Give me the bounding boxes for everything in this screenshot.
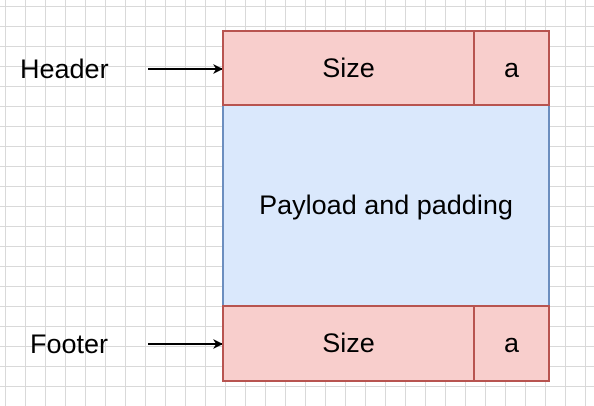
footer-alloc-label: a <box>503 328 520 358</box>
header-alloc-label: a <box>503 52 520 83</box>
header-label: Header <box>20 54 109 84</box>
header-size-label: Size <box>322 52 375 83</box>
header-size-field: Size <box>222 30 475 106</box>
footer-alloc-field: a <box>473 305 550 382</box>
header-alloc-field: a <box>473 30 550 106</box>
footer-label: Footer <box>30 329 109 359</box>
footer-size-label: Size <box>322 328 375 358</box>
footer-size-field: Size <box>222 305 475 382</box>
payload-block: Payload and padding <box>222 104 550 307</box>
payload-label: Payload and padding <box>259 190 513 220</box>
